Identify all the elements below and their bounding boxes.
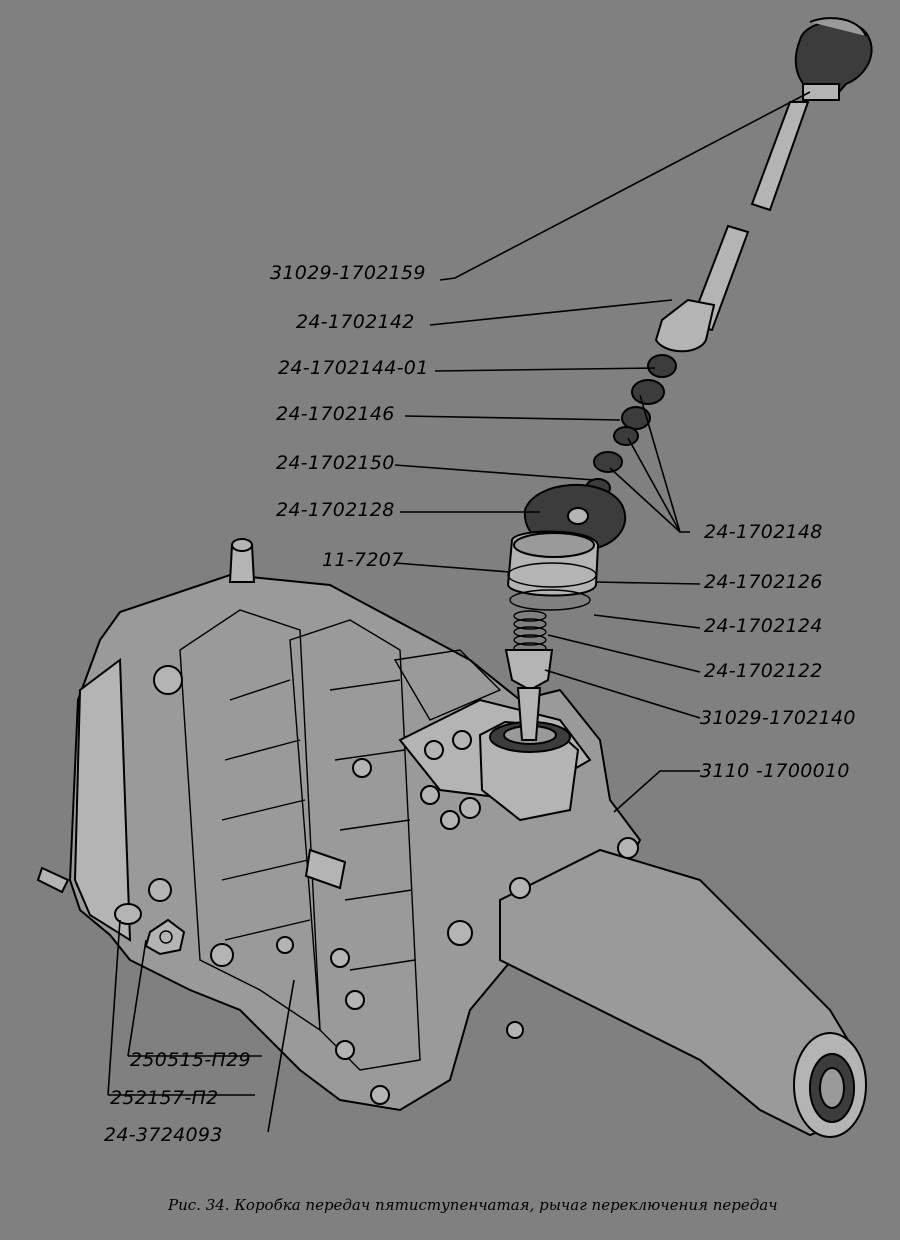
label-31029-1702159: 31029-1702159 [270,262,426,284]
label-24-1702144-01: 24-1702144-01 [278,357,429,379]
housing-bolts [148,730,639,1105]
housing-ribs [179,609,502,1071]
label-24-1702148: 24-1702148 [704,521,823,543]
label-31029-1702140: 31029-1702140 [700,707,856,729]
lever-spring [513,610,547,654]
label-24-1702128: 24-1702128 [276,499,395,521]
leader-lines [107,91,811,1133]
figure-caption: Рис. 34. Коробка передач пятиступенчатая… [167,1196,778,1214]
label-24-1702146: 24-1702146 [276,403,395,425]
label-24-1702124: 24-1702124 [704,615,823,637]
part-number-labels: 31029-1702159 24-1702142 24-1702144-01 2… [104,262,856,1146]
label-24-1702126: 24-1702126 [704,571,823,593]
label-3110-1700010: 3110 -1700010 [700,760,850,782]
label-24-1702142: 24-1702142 [296,311,415,333]
shift-lever-assembly [504,17,873,741]
label-24-1702122: 24-1702122 [704,660,823,682]
label-250515-P29: 250515-П29 [130,1049,251,1071]
gearbox-housing [36,538,867,1138]
label-252157-P2: 252157-П2 [110,1087,218,1109]
label-24-3724093: 24-3724093 [104,1124,223,1146]
label-24-1702150: 24-1702150 [276,452,395,474]
label-11-7207: 11-7207 [322,549,404,571]
